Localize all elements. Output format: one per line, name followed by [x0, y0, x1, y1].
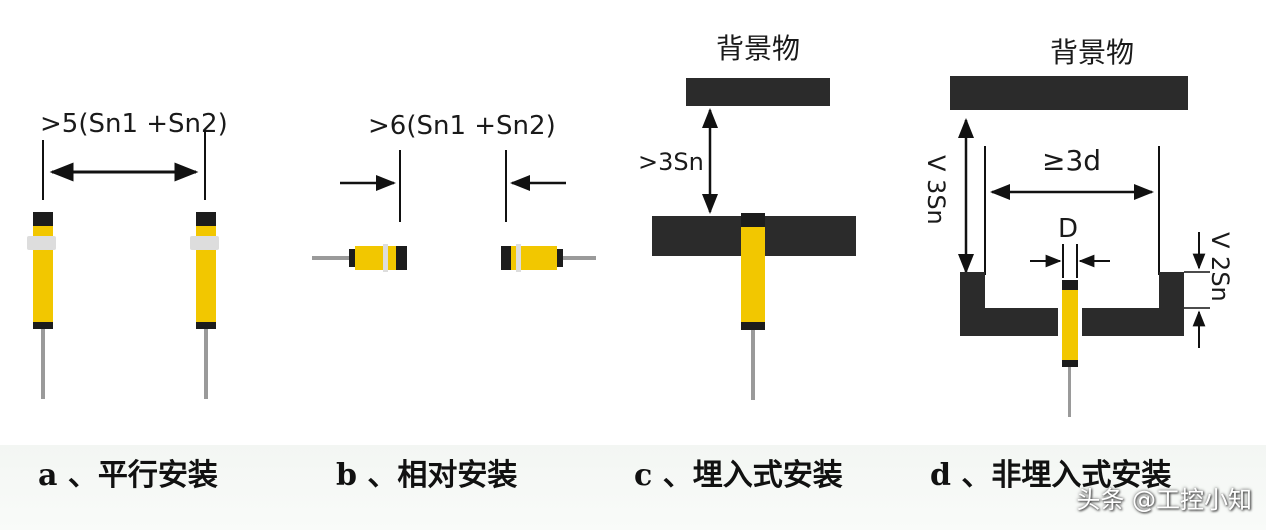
caption-c: c 、埋入式安装	[634, 458, 843, 493]
mounting-plate-d-left	[960, 272, 1058, 336]
background-label-d: 背景物	[1050, 36, 1134, 69]
sensor-right-b	[501, 244, 596, 272]
background-object-d	[950, 76, 1188, 110]
sensor-left-b	[312, 244, 407, 272]
mounting-plate-d-right	[1082, 272, 1184, 336]
depth-label-d: V 2Sn	[1206, 232, 1234, 302]
sensor-c	[741, 213, 765, 400]
vertical-label-d: V 3Sn	[922, 155, 950, 225]
panel-d-non-embedded: 背景物 V 3Sn ≥3d D V 2Sn	[922, 36, 1234, 417]
sensor-right-a	[190, 212, 219, 399]
caption-d: d 、非埋入式安装	[930, 458, 1172, 493]
sensor-left-a	[27, 212, 56, 399]
sensor-d	[1062, 280, 1078, 417]
panel-b-facing: >6(Sn1 +Sn2)	[312, 111, 596, 272]
caption-a: a 、平行安装	[38, 458, 218, 493]
diameter-label-d: D	[1058, 214, 1078, 244]
panel-c-embedded: 背景物 >3Sn	[638, 32, 856, 400]
distance-label-c: >3Sn	[638, 148, 704, 176]
background-object-c	[686, 78, 830, 106]
panel-a-parallel: >5(Sn1 +Sn2)	[27, 109, 228, 399]
caption-b: b 、相对安装	[336, 458, 518, 493]
width-label-d: ≥3d	[1042, 144, 1101, 177]
distance-label-b: >6(Sn1 +Sn2)	[368, 111, 556, 141]
watermark: 头条 @工控小知	[1076, 486, 1252, 514]
distance-label-a: >5(Sn1 +Sn2)	[40, 109, 228, 139]
caption-band	[0, 445, 1266, 530]
background-label-c: 背景物	[716, 32, 800, 65]
